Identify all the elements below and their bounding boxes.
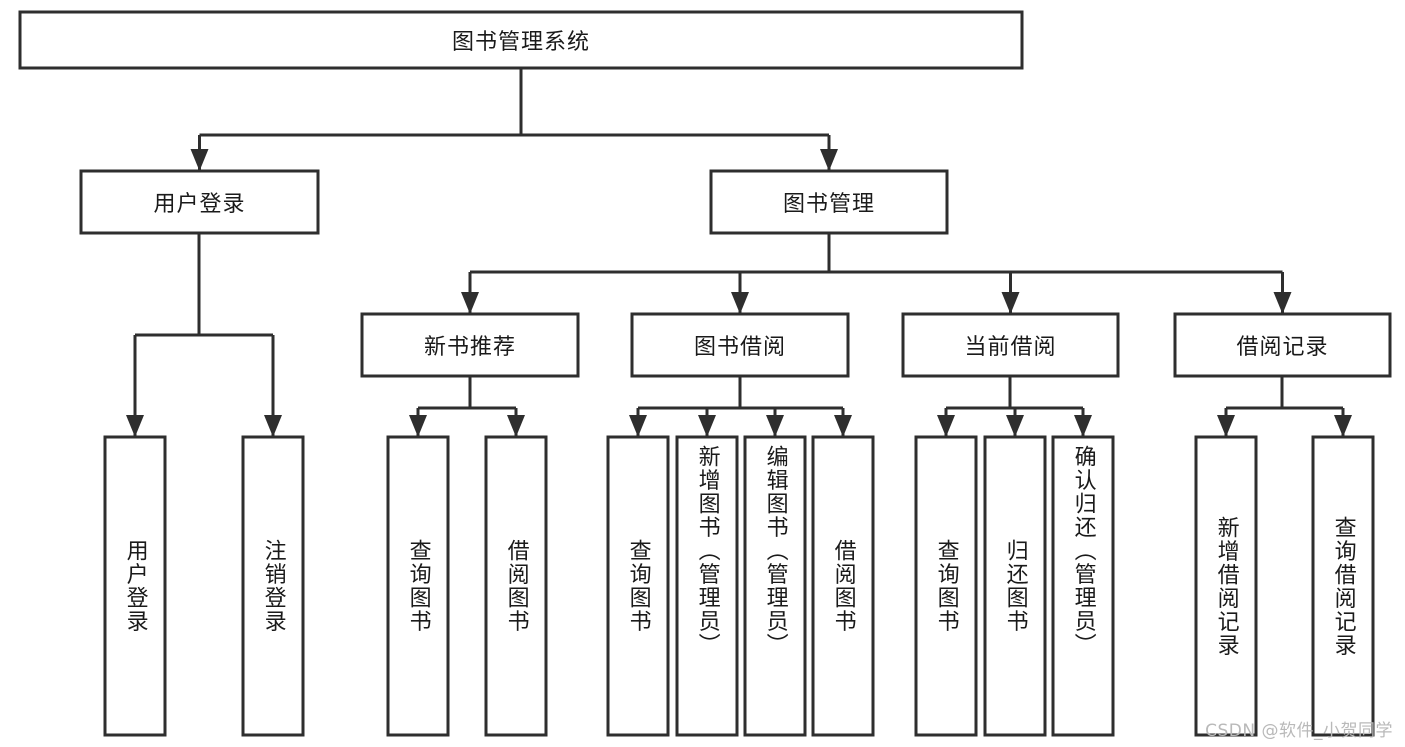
arrow-head-icon bbox=[126, 415, 144, 437]
node-box-leaf-query-book-2[interactable] bbox=[606, 435, 670, 737]
connector-layer bbox=[126, 68, 1352, 437]
arrow-head-icon bbox=[1006, 415, 1024, 437]
node-box-leaf-borrow-book-1[interactable] bbox=[484, 435, 548, 737]
node-box-leaf-query-book-1[interactable] bbox=[386, 435, 450, 737]
node-box-book-manage[interactable] bbox=[709, 169, 949, 235]
arrow-head-icon bbox=[698, 415, 716, 437]
node-box-leaf-logout[interactable] bbox=[241, 435, 305, 737]
node-box-leaf-borrow-book-2[interactable] bbox=[811, 435, 875, 737]
node-box-leaf-return-book[interactable] bbox=[983, 435, 1047, 737]
arrow-head-icon bbox=[461, 292, 479, 314]
node-box-leaf-confirm-return[interactable] bbox=[1051, 435, 1115, 737]
node-box-book-borrow[interactable] bbox=[630, 312, 850, 378]
node-box-borrow-record[interactable] bbox=[1173, 312, 1392, 378]
arrow-head-icon bbox=[766, 415, 784, 437]
node-box-leaf-add-book[interactable] bbox=[675, 435, 739, 737]
arrow-head-icon bbox=[731, 292, 749, 314]
arrow-head-icon bbox=[264, 415, 282, 437]
arrow-head-icon bbox=[937, 415, 955, 437]
node-box-new-book-rec[interactable] bbox=[360, 312, 580, 378]
arrow-head-icon bbox=[1074, 415, 1092, 437]
arrow-head-icon bbox=[1217, 415, 1235, 437]
node-box-leaf-add-record[interactable] bbox=[1194, 435, 1258, 737]
node-box-layer bbox=[18, 10, 1392, 737]
arrow-head-icon bbox=[507, 415, 525, 437]
arrow-head-icon bbox=[409, 415, 427, 437]
node-box-leaf-user-login[interactable] bbox=[103, 435, 167, 737]
node-box-user-login[interactable] bbox=[79, 169, 320, 235]
arrow-head-icon bbox=[629, 415, 647, 437]
arrow-head-icon bbox=[1001, 292, 1020, 314]
arrow-head-icon bbox=[1273, 292, 1292, 314]
node-box-leaf-query-book-3[interactable] bbox=[914, 435, 978, 737]
watermark-text: CSDN @软件_小贺同学 bbox=[1205, 721, 1393, 741]
arrow-head-icon bbox=[1334, 415, 1352, 437]
arrow-head-icon bbox=[834, 415, 852, 437]
node-box-leaf-edit-book[interactable] bbox=[743, 435, 807, 737]
node-box-leaf-query-record[interactable] bbox=[1311, 435, 1375, 737]
arrow-head-icon bbox=[820, 149, 838, 171]
node-box-current-borrow[interactable] bbox=[901, 312, 1120, 378]
arrow-head-icon bbox=[190, 149, 209, 171]
node-box-root[interactable] bbox=[18, 10, 1024, 70]
